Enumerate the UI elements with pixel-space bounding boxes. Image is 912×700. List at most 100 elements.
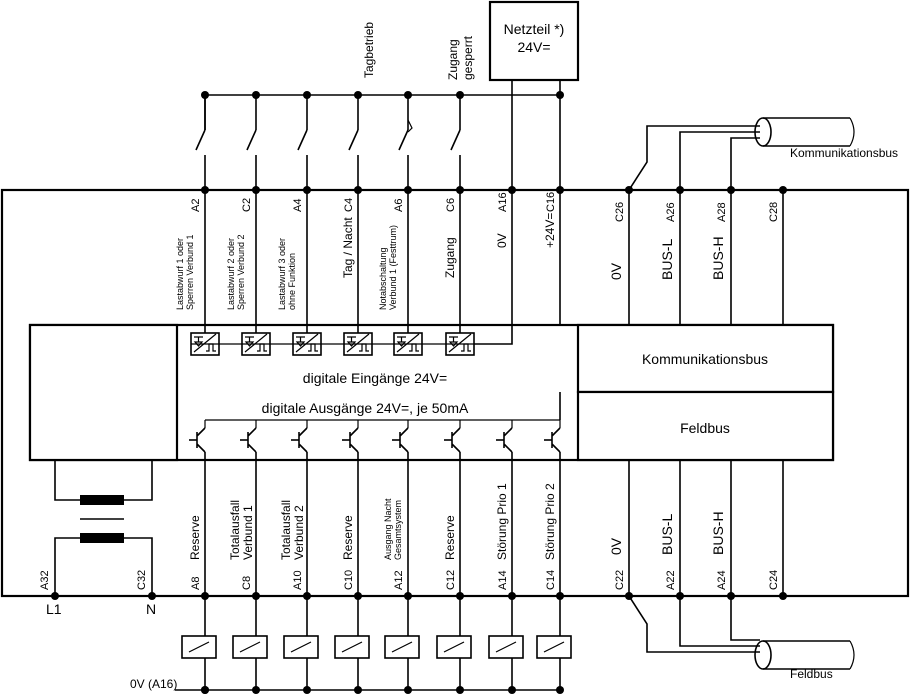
- n-label: N: [146, 601, 156, 617]
- junction-dot: [354, 686, 362, 694]
- junction-dot: [508, 592, 516, 600]
- junction-dot: [456, 91, 464, 99]
- input-pin: A16: [497, 192, 509, 212]
- input-channel: C16+24V=: [543, 192, 557, 248]
- zugang-label: Zugang: [446, 39, 460, 80]
- pin-c32: C32: [136, 570, 148, 590]
- junction-dot: [354, 186, 362, 194]
- feldbus-cable-label: Feldbus: [790, 667, 833, 681]
- junction-dot: [404, 186, 412, 194]
- bus-bottom-label: BUS-L: [659, 514, 675, 555]
- output-pin: A12: [393, 570, 405, 590]
- output-label: Reserve: [443, 515, 457, 560]
- input-pin: C6: [445, 198, 457, 212]
- input-label: Lastabwurf 2 oder: [226, 238, 236, 310]
- bus-top-pin: C26: [614, 202, 626, 222]
- junction-dot: [676, 592, 684, 600]
- output-pin: C10: [343, 570, 355, 590]
- power-section: [28, 323, 179, 462]
- output-pin: A10: [292, 570, 304, 590]
- kommunikationsbus-label: Kommunikationsbus: [642, 351, 768, 367]
- bus-top-label: BUS-H: [710, 236, 726, 280]
- input-pin: C2: [241, 198, 253, 212]
- junction-dot: [456, 186, 464, 194]
- outputs-title: digitale Ausgänge 24V=, je 50mA: [262, 400, 469, 416]
- junction-dot: [727, 186, 735, 194]
- junction-dot: [303, 592, 311, 600]
- relay-coil: [488, 635, 524, 659]
- junction-dot: [252, 91, 260, 99]
- input-pin: C4: [343, 198, 355, 212]
- bus-bottom-label: 0V: [608, 537, 624, 555]
- bus-bottom-label: BUS-H: [710, 511, 726, 555]
- junction-dot: [303, 686, 311, 694]
- inputs-title: digitale Eingänge 24V=: [303, 370, 447, 386]
- relay-coil: [283, 635, 319, 659]
- power-supply-label-2: 24V=: [517, 39, 550, 55]
- bus-bottom-pin: A22: [665, 570, 677, 590]
- junction-dot: [252, 592, 260, 600]
- output-label: Verbund 2: [292, 505, 306, 560]
- tagbetrieb-label: Tagbetrieb: [362, 22, 376, 78]
- junction-dot: [148, 592, 156, 600]
- output-label: Gesamtsystem: [393, 500, 403, 560]
- junction-dot: [354, 91, 362, 99]
- bus-bottom-pin: A24: [716, 570, 728, 590]
- junction-dot: [779, 592, 787, 600]
- input-label: Notabschaltung: [378, 247, 388, 310]
- junction-dot: [51, 592, 59, 600]
- power-supply-label-1: Netzteil *): [504, 21, 565, 37]
- switch-contact: [398, 129, 409, 151]
- output-channel: C10 Reserve: [334, 420, 370, 690]
- junction-dot: [508, 186, 516, 194]
- junction-dot: [456, 686, 464, 694]
- junction-dot: [676, 186, 684, 194]
- bus-bottom-terminal: C24: [768, 570, 780, 590]
- bus-top-pin: A28: [716, 202, 728, 222]
- junction-dot: [201, 686, 209, 694]
- junction-dot: [404, 592, 412, 600]
- junction-dot: [625, 592, 633, 600]
- input-pin: A2: [190, 199, 202, 212]
- output-label: Reserve: [341, 515, 355, 560]
- output-pin: A14: [497, 570, 509, 590]
- relay-coil: [384, 635, 420, 659]
- output-label: Ausgang Nacht: [383, 498, 393, 560]
- junction-dot: [556, 91, 564, 99]
- output-label: Störung Prio 1: [495, 483, 509, 560]
- input-label: Verbund 1 (Festtrum): [388, 225, 398, 310]
- transformer: [54, 460, 153, 596]
- junction-dot: [252, 186, 260, 194]
- output-label: Reserve: [188, 515, 202, 560]
- output-pin: C8: [241, 576, 253, 590]
- bus-bottom-terminal: A24 BUS-H: [710, 511, 728, 590]
- bus-top-label: 0V: [608, 262, 624, 280]
- input-label: 0V: [495, 233, 509, 248]
- output-pin: C14: [545, 570, 557, 590]
- output-label: Totalausfall: [228, 500, 242, 560]
- junction-dot: [556, 186, 564, 194]
- feldbus-label: Feldbus: [680, 420, 730, 436]
- junction-dot: [354, 592, 362, 600]
- input-label: Lastabwurf 3 oder: [277, 238, 287, 310]
- bus-bottom-pin: C24: [768, 570, 780, 590]
- junction-dot: [404, 686, 412, 694]
- junction-dot: [727, 592, 735, 600]
- bus-top-terminal: C26 0V: [608, 202, 626, 280]
- kommunikationsbus-cable: [628, 117, 855, 325]
- input-label: Lastabwurf 1 oder: [175, 238, 185, 310]
- junction-dot: [201, 91, 209, 99]
- input-label: ohne Funktion: [287, 253, 297, 310]
- junction-dot: [508, 686, 516, 694]
- input-label: Sperren Verbund 1: [185, 234, 195, 310]
- bus-top-pin: C28: [768, 202, 780, 222]
- relay-coil: [436, 635, 472, 659]
